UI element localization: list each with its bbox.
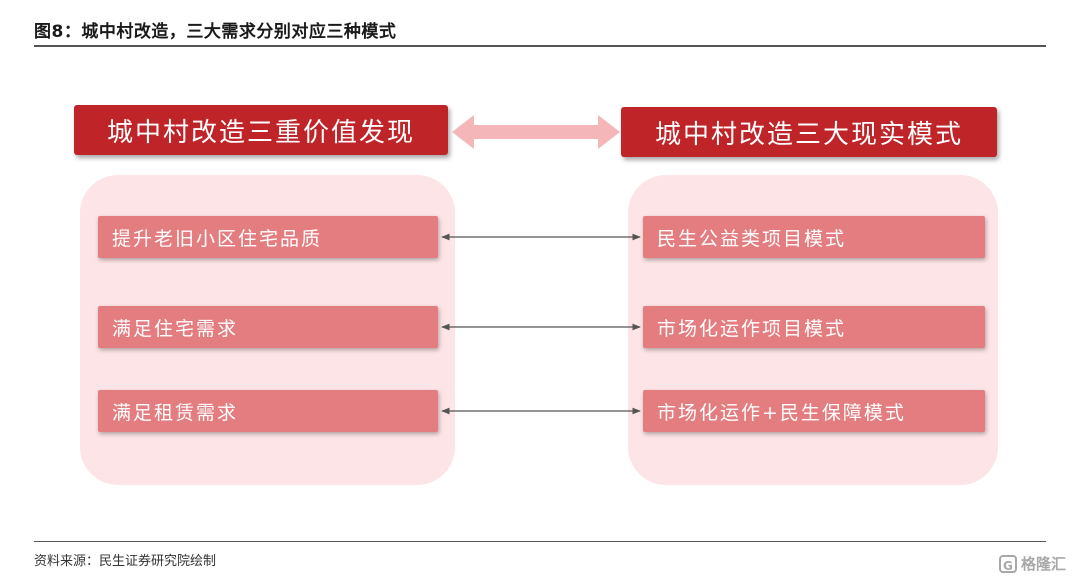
top-divider [34,45,1046,47]
left-item-2: 满足住宅需求 [98,306,438,348]
watermark: G 格隆汇 [998,553,1066,574]
watermark-text: 格隆汇 [1020,555,1066,573]
right-item-1: 民生公益类项目模式 [643,216,985,258]
watermark-logo-icon: G [998,554,1017,573]
left-item-1: 提升老旧小区住宅品质 [98,216,438,258]
right-header-box: 城中村改造三大现实模式 [621,107,997,157]
right-item-2: 市场化运作项目模式 [643,306,985,348]
source-note: 资料来源：民生证券研究院绘制 [34,554,217,569]
right-item-3: 市场化运作+民生保障模式 [643,390,985,432]
header-double-arrow [452,115,620,149]
left-header-box: 城中村改造三重价值发现 [74,105,448,155]
bottom-divider [34,541,1046,542]
figure-title: 图8：城中村改造，三大需求分别对应三种模式 [34,22,397,42]
left-item-3: 满足租赁需求 [98,390,438,432]
